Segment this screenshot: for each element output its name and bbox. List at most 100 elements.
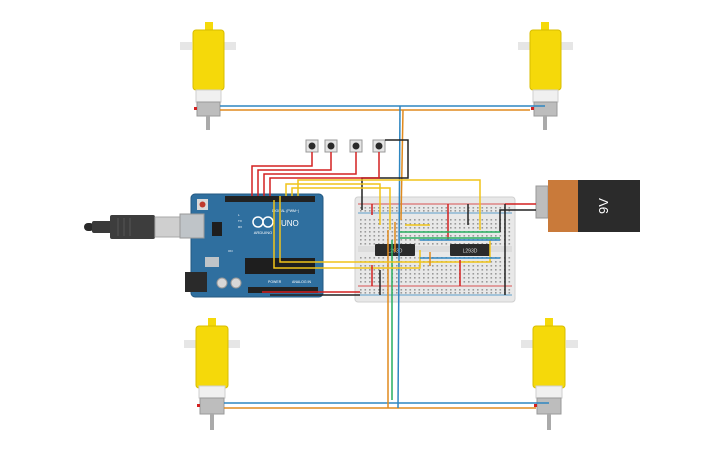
breadboard-hole bbox=[499, 289, 502, 291]
breadboard-hole bbox=[472, 292, 475, 294]
breadboard-hole bbox=[369, 223, 371, 225]
breadboard-hole bbox=[409, 223, 412, 225]
breadboard-hole bbox=[423, 243, 425, 245]
breadboard-hole bbox=[364, 207, 367, 209]
breadboard-hole bbox=[468, 223, 470, 225]
breadboard-hole bbox=[499, 269, 502, 271]
breadboard-hole bbox=[477, 210, 479, 212]
breadboard-hole bbox=[495, 243, 497, 245]
breadboard-hole bbox=[396, 277, 398, 279]
breadboard-hole bbox=[423, 223, 425, 225]
breadboard-hole bbox=[432, 277, 434, 279]
breadboard-hole bbox=[387, 210, 389, 212]
breadboard-hole bbox=[454, 292, 457, 294]
breadboard-hole bbox=[468, 235, 470, 237]
breadboard-hole bbox=[423, 292, 425, 294]
breadboard-hole bbox=[432, 207, 434, 209]
breadboard-hole bbox=[360, 269, 362, 271]
breadboard-hole bbox=[418, 292, 421, 294]
breadboard-hole bbox=[378, 243, 380, 245]
breadboard-hole bbox=[508, 292, 511, 294]
breadboard-hole bbox=[441, 281, 443, 283]
breadboard-hole bbox=[409, 273, 412, 275]
breadboard-hole bbox=[468, 277, 470, 279]
breadboard-hole bbox=[414, 243, 416, 245]
breadboard-hole bbox=[468, 292, 470, 294]
breadboard-hole bbox=[508, 219, 511, 221]
breadboard-hole bbox=[369, 227, 371, 229]
breadboard-hole bbox=[414, 269, 416, 271]
motor-bottom-right[interactable] bbox=[521, 318, 578, 430]
breadboard-hole bbox=[486, 292, 488, 294]
motor-top-right[interactable] bbox=[518, 22, 573, 130]
battery-9v-icon[interactable]: 9V bbox=[535, 180, 640, 232]
breadboard-hole bbox=[405, 223, 407, 225]
breadboard-hole bbox=[499, 257, 502, 259]
breadboard-hole bbox=[373, 207, 376, 209]
breadboard-hole bbox=[441, 207, 443, 209]
breadboard-hole bbox=[427, 219, 430, 221]
breadboard-hole bbox=[364, 281, 367, 283]
breadboard-hole bbox=[432, 265, 434, 267]
breadboard-hole bbox=[454, 269, 457, 271]
breadboard-hole bbox=[495, 207, 497, 209]
breadboard-hole bbox=[378, 239, 380, 241]
pushbutton-4[interactable] bbox=[372, 139, 386, 153]
breadboard-hole bbox=[486, 210, 488, 212]
breadboard-hole bbox=[427, 227, 430, 229]
breadboard-hole bbox=[508, 239, 511, 241]
breadboard-hole bbox=[373, 243, 376, 245]
breadboard-hole bbox=[423, 265, 425, 267]
breadboard-hole bbox=[508, 269, 511, 271]
breadboard-hole bbox=[490, 292, 493, 294]
breadboard-hole bbox=[463, 219, 466, 221]
breadboard-hole bbox=[432, 219, 434, 221]
pushbutton-1[interactable] bbox=[305, 139, 319, 153]
breadboard-hole bbox=[481, 292, 484, 294]
breadboard-hole bbox=[481, 273, 484, 275]
breadboard-hole bbox=[409, 281, 412, 283]
breadboard-hole bbox=[360, 292, 362, 294]
motor-top-left[interactable] bbox=[180, 22, 236, 130]
breadboard-hole bbox=[414, 219, 416, 221]
motor-bottom-left[interactable] bbox=[184, 318, 240, 430]
breadboard-hole bbox=[382, 273, 385, 275]
breadboard-hole bbox=[369, 235, 371, 237]
breadboard-hole bbox=[378, 281, 380, 283]
breadboard-hole bbox=[445, 207, 448, 209]
pushbutton-3[interactable] bbox=[349, 139, 363, 153]
breadboard-hole bbox=[369, 207, 371, 209]
breadboard-hole bbox=[405, 235, 407, 237]
breadboard-hole bbox=[427, 265, 430, 267]
breadboard-hole bbox=[418, 219, 421, 221]
breadboard-hole bbox=[495, 227, 497, 229]
pushbutton-2[interactable] bbox=[324, 139, 338, 153]
breadboard-hole bbox=[481, 227, 484, 229]
breadboard-hole bbox=[468, 265, 470, 267]
breadboard-hole bbox=[414, 235, 416, 237]
breadboard-hole bbox=[463, 277, 466, 279]
breadboard-hole bbox=[423, 235, 425, 237]
breadboard-hole bbox=[423, 273, 425, 275]
breadboard-hole bbox=[382, 231, 385, 233]
breadboard-hole bbox=[369, 265, 371, 267]
arduino-uno-board[interactable]: ARDUINO UNO DIGITAL (PWM~) POWER ANALOG … bbox=[179, 193, 324, 298]
breadboard-hole bbox=[405, 219, 407, 221]
breadboard-hole bbox=[387, 223, 389, 225]
breadboard-hole bbox=[463, 273, 466, 275]
breadboard-hole bbox=[450, 210, 452, 212]
breadboard-hole bbox=[490, 223, 493, 225]
breadboard-hole bbox=[373, 227, 376, 229]
breadboard-hole bbox=[445, 269, 448, 271]
breadboard-hole bbox=[477, 277, 479, 279]
breadboard-hole bbox=[445, 273, 448, 275]
breadboard-hole bbox=[472, 227, 475, 229]
breadboard-hole bbox=[454, 219, 457, 221]
breadboard-hole bbox=[400, 243, 403, 245]
breadboard-hole bbox=[459, 207, 461, 209]
breadboard-hole bbox=[472, 281, 475, 283]
wire-trunk-blue bbox=[397, 105, 401, 409]
breadboard-hole bbox=[445, 277, 448, 279]
breadboard-hole bbox=[495, 235, 497, 237]
breadboard-hole bbox=[427, 207, 430, 209]
